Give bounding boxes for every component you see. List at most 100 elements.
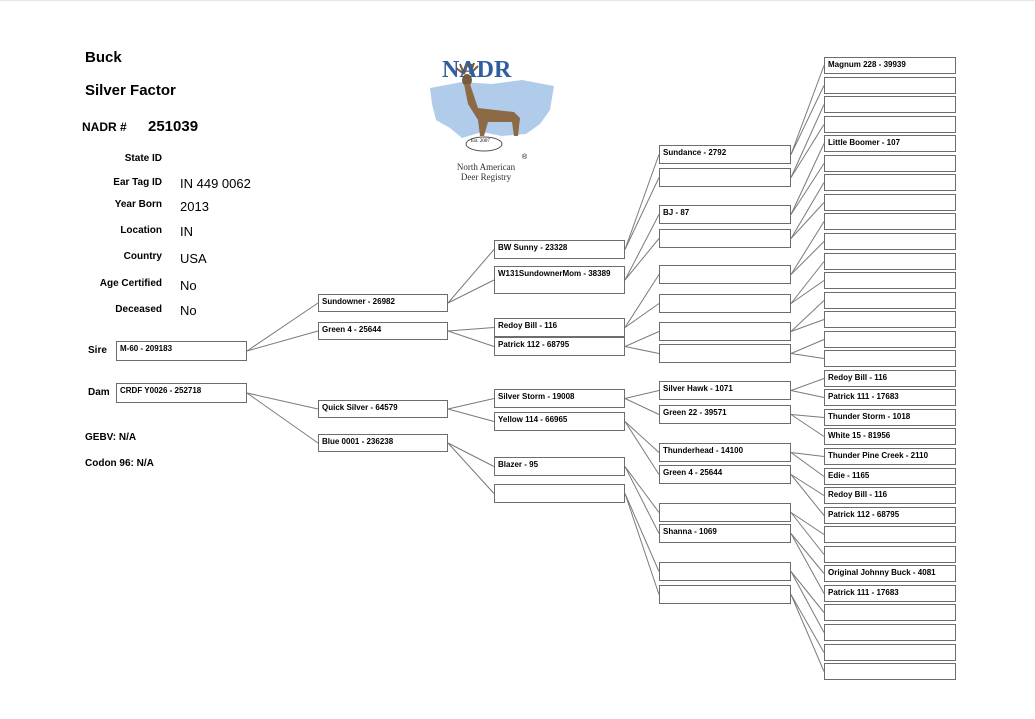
pedigree-gen4-box-15 [659,585,791,604]
pedigree-gen4-box-8: Silver Hawk - 1071 [659,381,791,400]
location-label: Location [120,225,162,236]
pedigree-gen4-box-0: Sundance - 2792 [659,145,791,164]
logo-title: NADR [442,57,512,83]
pedigree-gen5-box-26: Original Johnny Buck - 4081 [824,565,956,582]
connector-g3-0-to-0 [790,65,825,155]
pedigree-gen5-box-27: Patrick 111 - 17683 [824,585,956,602]
pedigree-gen1-box-0: M-60 - 209183 [116,341,247,361]
age-certified-label: Age Certified [99,278,162,289]
connector-g2-0-to-0 [624,154,660,250]
connector-g2-4-to-8 [624,390,660,399]
connector-g2-0-to-1 [624,177,660,250]
animal-type: Buck [85,49,122,66]
pedigree-gen4-box-12 [659,503,791,522]
connector-g1-3-to-6 [447,442,495,467]
nadr-label: NADR # [82,120,127,134]
connector-g3-9-to-19 [790,414,825,437]
connector-g3-4-to-8 [790,221,825,275]
logo-registered-mark: ® [522,154,528,161]
pedigree-gen3-box-4: Silver Storm - 19008 [494,389,625,408]
sire-label: Sire [88,345,107,356]
page-top-border [0,0,1035,1]
connector-g1-1-to-3 [447,330,495,347]
pedigree-gen3-box-5: Yellow 114 - 66965 [494,412,625,431]
connector-g3-14-to-28 [790,571,825,613]
connector-g3-11-to-23 [790,474,825,516]
connector-g2-3-to-7 [624,346,660,354]
pedigree-gen5-box-14 [824,331,956,348]
nadr-number: 251039 [148,118,199,135]
pedigree-gen3-box-1: W131SundownerMom - 38389 [494,266,625,294]
pedigree-gen4-box-3 [659,229,791,248]
pedigree-gen3-box-3: Patrick 112 - 68795 [494,337,625,356]
connector-g2-7-to-14 [624,493,660,572]
logo-line-2: Deer Registry [460,172,512,182]
animal-name: Silver Factor [85,82,176,99]
pedigree-gen4-box-9: Green 22 - 39571 [659,405,791,424]
age-certified-value: No [180,278,197,293]
connector-g3-4-to-9 [790,241,825,275]
pedigree-gen5-box-23: Patrick 112 - 68795 [824,507,956,524]
pedigree-gen5-box-0: Magnum 228 - 39939 [824,57,956,74]
connector-g3-2-to-5 [790,163,825,215]
pedigree-gen5-box-25 [824,546,956,563]
pedigree-gen4-box-1 [659,168,791,187]
connector-g2-5-to-11 [624,421,660,475]
connector-g3-1-to-2 [790,104,825,178]
connector-g1-3-to-7 [447,442,495,494]
connector-g3-8-to-16 [790,378,825,391]
gebv-value: GEBV: N/A [85,432,137,443]
pedigree-gen5-box-30 [824,644,956,661]
pedigree-gen5-box-3 [824,116,956,133]
connector-g3-13-to-27 [790,533,825,594]
country-label: Country [123,251,162,262]
connector-g3-13-to-26 [790,533,825,574]
pedigree-gen3-box-6: Blazer - 95 [494,457,625,476]
pedigree-gen3-box-2: Redoy Bill - 116 [494,318,625,337]
nadr-logo-graphic [430,62,554,152]
pedigree-gen1-box-1: CRDF Y0026 - 252718 [116,383,247,403]
connector-g2-1-to-3 [624,238,660,281]
pedigree-gen3-box-7 [494,484,625,503]
connector-g3-5-to-10 [790,261,825,304]
pedigree-gen5-box-18: Thunder Storm - 1018 [824,409,956,426]
connector-g2-7-to-15 [624,493,660,595]
pedigree-gen2-box-2: Quick Silver - 64579 [318,400,448,418]
connector-g3-6-to-13 [790,319,825,332]
year-born-label: Year Born [114,199,162,210]
pedigree-gen5-box-16: Redoy Bill - 116 [824,370,956,387]
connector-g2-6-to-12 [624,466,660,513]
pedigree-gen5-box-24 [824,526,956,543]
pedigree-gen5-box-13 [824,311,956,328]
dam-label: Dam [88,387,110,398]
connector-g2-4-to-9 [624,398,660,415]
connector-g3-6-to-12 [790,300,825,332]
pedigree-gen5-box-2 [824,96,956,113]
location-value: IN [180,224,193,239]
connector-g3-0-to-1 [790,85,825,155]
pedigree-gen5-box-28 [824,604,956,621]
pedigree-gen4-box-2: BJ - 87 [659,205,791,224]
connector-g1-2-to-5 [447,408,495,422]
pedigree-gen5-box-5 [824,155,956,172]
pedigree-gen2-box-1: Green 4 - 25644 [318,322,448,340]
connector-g3-12-to-24 [790,512,825,535]
connector-g1-0-to-0 [447,249,495,304]
pedigree-gen5-box-12 [824,292,956,309]
connector-g2-2-to-5 [624,303,660,328]
connector-g3-12-to-25 [790,512,825,555]
logo-text: North American Deer Registry [422,162,550,182]
connector-g2-6-to-13 [624,466,660,534]
pedigree-gen5-box-4: Little Boomer - 107 [824,135,956,152]
connector-g3-10-to-21 [790,452,825,477]
pedigree-gen5-box-21: Edie - 1165 [824,468,956,485]
pedigree-gen2-box-0: Sundowner - 26982 [318,294,448,312]
pedigree-gen5-box-6 [824,174,956,191]
deceased-value: No [180,303,197,318]
connector-g3-9-to-18 [790,414,825,418]
connector-g3-7-to-15 [790,353,825,359]
ear-tag-value: IN 449 0062 [180,176,251,191]
pedigree-gen4-box-10: Thunderhead - 14100 [659,443,791,462]
country-value: USA [180,251,207,266]
